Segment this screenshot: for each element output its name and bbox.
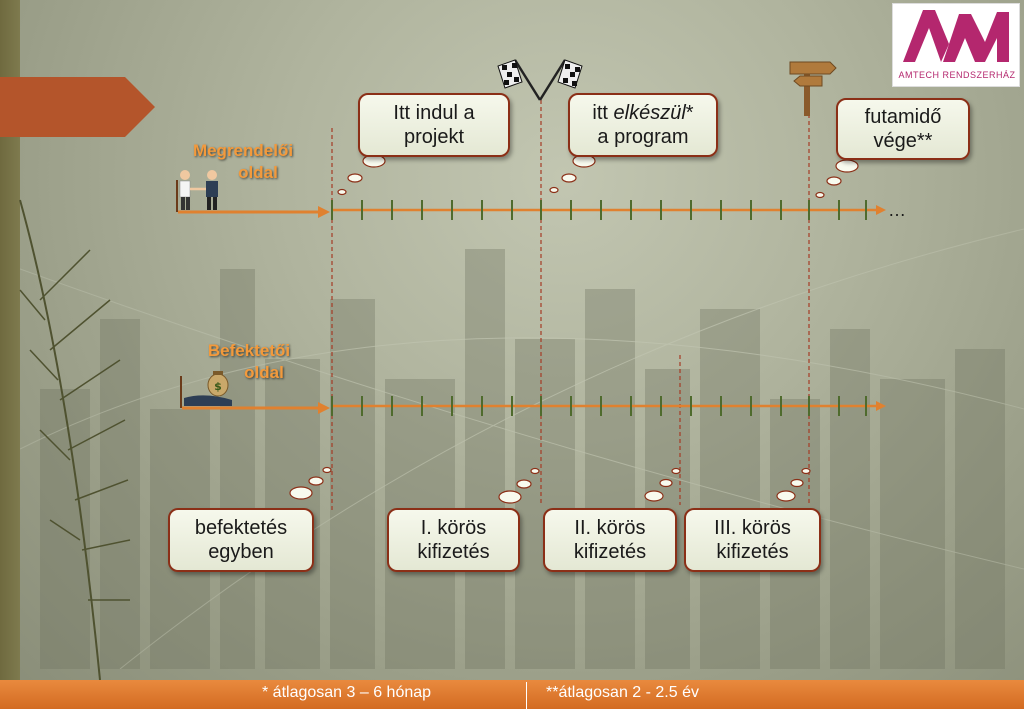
thought-dots-top bbox=[337, 154, 859, 199]
footer-separator bbox=[526, 682, 527, 709]
bubble-program-ready-line1: itt elkészül* bbox=[592, 102, 694, 124]
bubble-project-start-line1: Itt indul a bbox=[393, 102, 475, 124]
logo-text: AMTECH RENDSZERHÁZ bbox=[898, 70, 1016, 80]
bubble-second-payment-line1: II. körös bbox=[574, 517, 646, 539]
bubble-first-payment-line1: I. körös bbox=[420, 517, 487, 539]
bubble-term-end-line1: futamidő bbox=[864, 106, 942, 128]
checkered-flags-icon bbox=[497, 59, 583, 101]
customer-side-line1: Megrendelői bbox=[192, 141, 294, 160]
bubble-investment-line1: befektetés bbox=[194, 517, 288, 539]
bubble-investment-line2: egyben bbox=[208, 541, 274, 563]
footer-bar bbox=[0, 680, 1024, 709]
bubble-program-ready: itt elkészül* a program bbox=[568, 93, 718, 157]
arrow-tab-decoration bbox=[0, 77, 155, 137]
am-logo-mark bbox=[903, 10, 1009, 62]
investor-side-line1: Befektetői bbox=[207, 341, 291, 360]
bubble-second-payment: II. körös kifizetés bbox=[543, 508, 677, 572]
bubble-third-payment: III. körös kifizetés bbox=[684, 508, 821, 572]
investor-timeline-axis bbox=[182, 396, 886, 416]
bubble-third-payment-line2: kifizetés bbox=[716, 541, 789, 563]
amtech-logo: AMTECH RENDSZERHÁZ bbox=[892, 3, 1020, 87]
bubble-investment: befektetés egyben bbox=[168, 508, 314, 572]
bubble-program-ready-line2: a program bbox=[597, 126, 689, 148]
city-skyline-background bbox=[20, 228, 1024, 669]
investor-side-line2: oldal bbox=[244, 363, 284, 382]
footer-note-2: **átlagosan 2 - 2.5 év bbox=[546, 684, 699, 701]
bubble-third-payment-line1: III. körös bbox=[714, 517, 791, 539]
bubble-term-end: futamidő vége** bbox=[836, 98, 970, 160]
bubble-first-payment: I. körös kifizetés bbox=[387, 508, 520, 572]
left-decorative-strip bbox=[0, 0, 20, 680]
customer-side-label: Megrendelői oldal bbox=[178, 140, 308, 184]
investor-side-label: Befektetői oldal bbox=[184, 340, 314, 384]
customer-timeline-axis bbox=[178, 200, 886, 220]
bubble-term-end-line2: vége** bbox=[873, 130, 933, 152]
bubble-project-start: Itt indul a projekt bbox=[358, 93, 510, 157]
svg-text:$: $ bbox=[214, 380, 222, 393]
signpost-icon bbox=[789, 61, 837, 116]
bubble-project-start-line2: projekt bbox=[403, 126, 465, 148]
handshake-people-icon bbox=[176, 170, 218, 212]
money-bag-hand-icon: $ bbox=[180, 371, 232, 408]
timeline-ellipsis: … bbox=[888, 200, 906, 220]
footer-note-1: * átlagosan 3 – 6 hónap bbox=[262, 684, 432, 701]
customer-side-line2: oldal bbox=[238, 163, 278, 182]
bubble-first-payment-line2: kifizetés bbox=[417, 541, 490, 563]
thought-dots-bottom bbox=[289, 466, 811, 504]
bubble-second-payment-line2: kifizetés bbox=[573, 541, 647, 563]
